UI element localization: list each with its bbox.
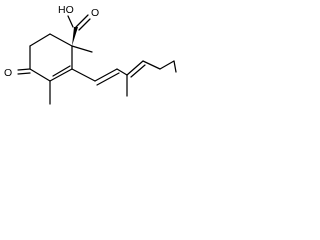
bond-ketone-1 <box>17 68 31 71</box>
ring-bond-c5-c6-double <box>52 65 71 77</box>
chain-bond-4-double <box>130 64 146 78</box>
ketone-oxygen-label: O <box>4 67 12 79</box>
chain-bond-7 <box>173 60 177 73</box>
wedge-bond-carboxyl <box>72 27 78 46</box>
chain-bond-2 <box>94 68 118 82</box>
bond-carboxyl-co-1 <box>75 14 89 28</box>
chain-bond-2-double <box>96 72 120 86</box>
chain-bond-5 <box>142 60 161 70</box>
bond-carboxyl-co-2 <box>78 18 91 31</box>
carboxyl-hydroxyl-label: HO <box>58 4 74 16</box>
bond-ketone-2 <box>17 72 31 75</box>
chain-bond-6 <box>159 60 175 70</box>
bond-c1-methyl <box>71 45 93 53</box>
ring-bond-c2-c3 <box>29 33 51 47</box>
ring-bond-c5-c6 <box>49 68 73 82</box>
ring-bond-c1-c2 <box>49 33 73 47</box>
chain-bond-4 <box>126 60 144 76</box>
chemical-structure: HO O O <box>4 4 177 105</box>
carboxyl-oxygen-label: O <box>91 7 99 19</box>
chain-bond-3 <box>116 68 128 76</box>
chain-bond-1 <box>71 68 96 82</box>
bond-carboxyl-oh <box>67 15 74 28</box>
ring-bond-c4-c5 <box>29 68 51 82</box>
